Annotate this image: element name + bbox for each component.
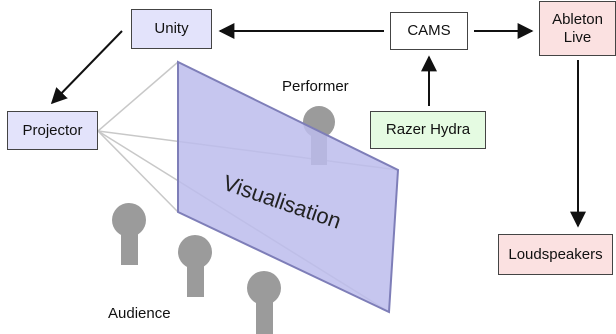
beam-bottom-left [97, 130, 179, 213]
razer-hydra-label: Razer Hydra [385, 121, 471, 138]
projector-label: Projector [22, 121, 83, 139]
ableton-label-line-1: Ableton [552, 10, 603, 28]
razer-hydra-node: Razer Hydra [370, 111, 486, 149]
ableton-label-line-2: Live [563, 28, 592, 46]
visualisation-screen [177, 60, 400, 314]
audience-figures [112, 203, 281, 334]
projector-node: Projector [7, 111, 98, 150]
connection-arrows [50, 23, 586, 228]
unity-node: Unity [131, 9, 212, 49]
audience-member [178, 235, 212, 297]
arrow-unity-to-projector [50, 30, 123, 105]
performer-label: Performer [282, 78, 349, 95]
cams-label: CAMS [407, 22, 451, 39]
audience-member [112, 203, 146, 265]
loudspeakers-node: Loudspeakers [498, 234, 613, 275]
audience-body [121, 228, 138, 265]
ableton-live-node: Ableton Live [539, 1, 616, 56]
audience-body [187, 260, 204, 297]
cams-node: CAMS [390, 12, 468, 50]
loudspeakers-label: Loudspeakers [508, 245, 603, 263]
audience-body [256, 296, 273, 334]
unity-label: Unity [154, 20, 189, 37]
beam-top-left [97, 61, 179, 132]
audience-label: Audience [108, 305, 171, 322]
audience-member [247, 271, 281, 334]
